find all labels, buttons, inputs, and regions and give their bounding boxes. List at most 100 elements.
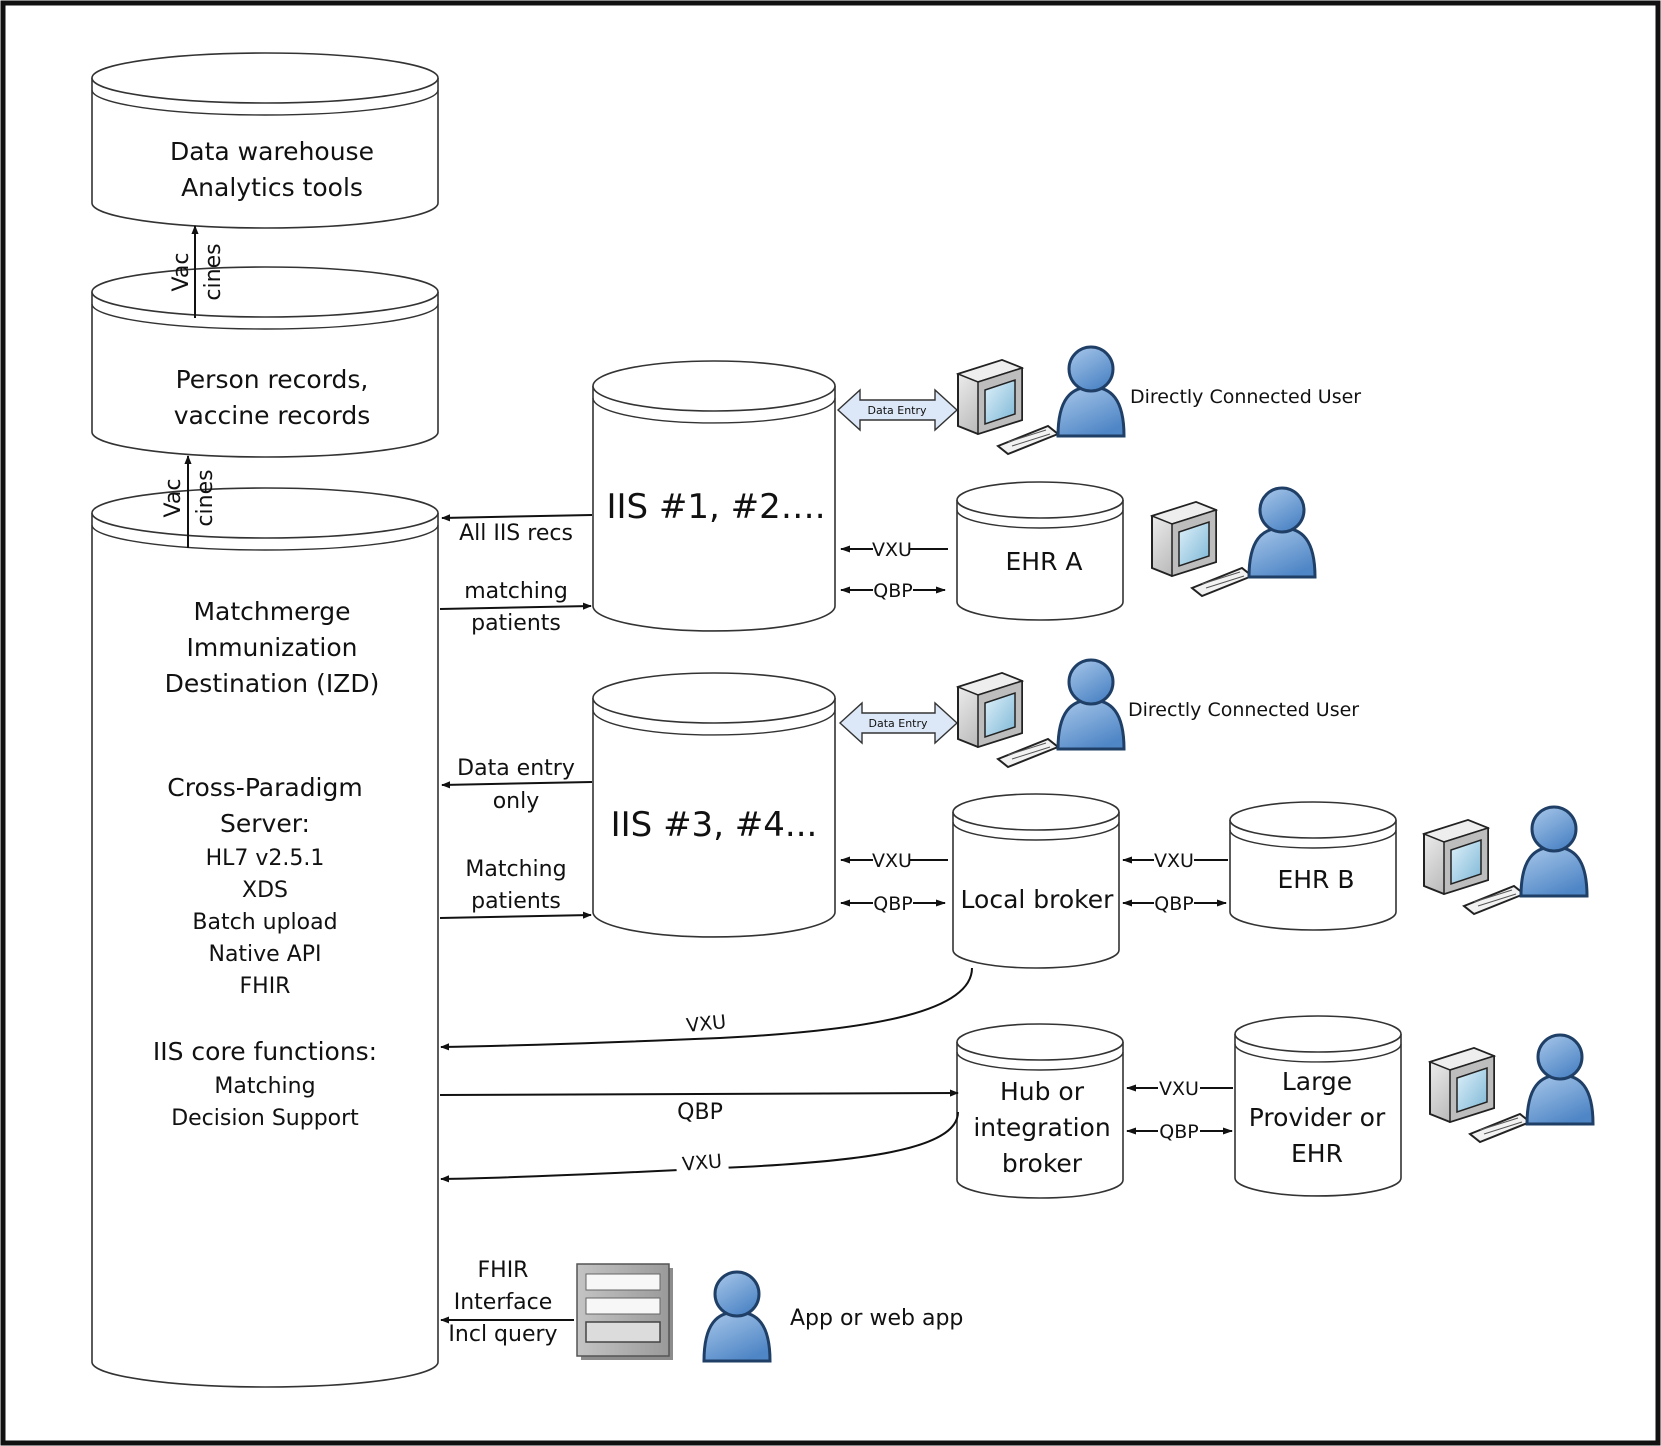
server-title-line2: Server: [220, 809, 310, 838]
protocol-item: Batch upload [192, 910, 337, 935]
matching-label-1: matching [464, 579, 568, 604]
large-provider-qbp-label: QBP [1159, 1121, 1198, 1143]
ehr-a-qbp-arrow: QBP [840, 580, 946, 602]
data-entry-arrow-1: Data Entry [836, 388, 959, 432]
local-broker-vxu-left-arrow: VXU [840, 850, 948, 872]
fhir-label-line3: Incl query [448, 1322, 557, 1347]
local-broker-label: Local broker [961, 885, 1115, 914]
local-broker-cylinder: Local broker [952, 793, 1120, 969]
ehr-b-vxu-arrow: VXU [1122, 850, 1228, 872]
vaccines-arrow-bottom: Vac cines [161, 455, 218, 548]
large-provider-label-line2: Provider or [1249, 1103, 1386, 1132]
server-title-line1: Cross-Paradigm [167, 773, 362, 802]
local-broker-vxu-left-label: VXU [872, 850, 912, 872]
core-function-item: Decision Support [171, 1106, 359, 1131]
computer-icon [957, 359, 1059, 455]
matching-label-2: Matching [465, 857, 566, 882]
data-entry-only-arrow: Data entry only [441, 756, 593, 814]
large-provider-cylinder: Large Provider or EHR [1234, 1015, 1402, 1197]
vaccines-bottom-part2: cines [193, 469, 218, 526]
hub-label-line2: integration [973, 1113, 1110, 1142]
local-broker-qbp-left-label: QBP [873, 893, 912, 915]
iis-1-2-cylinder: IIS #1, #2…. [592, 360, 836, 632]
matching-patients-arrow-2: Matching patients [439, 857, 592, 919]
izd-label-line2: Immunization [186, 633, 357, 662]
app-user-icon [702, 1270, 772, 1363]
ehr-a-cylinder: EHR A [956, 481, 1124, 621]
vaccines-arrow-top: Vac cines [169, 225, 226, 318]
core-function-item: Matching [214, 1074, 315, 1099]
user-icon [1247, 486, 1317, 579]
izd-label-line3: Destination (IZD) [165, 669, 380, 698]
patients-label-1: patients [471, 611, 561, 636]
core-functions-title: IIS core functions: [153, 1037, 377, 1066]
data-warehouse-cylinder: Data warehouse Analytics tools [91, 52, 439, 229]
large-provider-qbp-arrow: QBP [1126, 1121, 1233, 1143]
directly-connected-user-label-2: Directly Connected User [1128, 699, 1359, 721]
protocol-item: XDS [242, 878, 288, 903]
large-provider-vxu-label: VXU [1159, 1078, 1199, 1100]
app-label: App or web app [790, 1306, 963, 1331]
large-provider-label-line1: Large [1282, 1067, 1352, 1096]
data-entry-label-1: Data Entry [867, 404, 927, 417]
user-icon [1519, 805, 1589, 898]
hub-vxu-curve: VXU [440, 1111, 959, 1183]
hub-label-line3: broker [1002, 1149, 1083, 1178]
protocol-item: Native API [208, 942, 321, 967]
hub-integration-broker-cylinder: Hub or integration broker [956, 1023, 1124, 1199]
ehr-a-vxu-label: VXU [872, 539, 912, 561]
user-icon [1056, 658, 1126, 751]
user-icon [1056, 345, 1126, 438]
hub-qbp-label: QBP [677, 1100, 723, 1125]
ehr-b-cylinder: EHR B [1229, 801, 1397, 931]
user-icon [1525, 1033, 1595, 1126]
data-entry-only-label-2: only [493, 789, 540, 814]
person-records-label-line2: vaccine records [174, 401, 371, 430]
ehr-a-vxu-arrow: VXU [840, 539, 948, 561]
patients-label-2: patients [471, 889, 561, 914]
data-entry-only-label-1: Data entry [457, 756, 575, 781]
iis-3-4-label: IIS #3, #4... [611, 805, 818, 845]
local-broker-vxu-curve-label: VXU [685, 1011, 727, 1037]
ehr-b-label: EHR B [1277, 865, 1354, 894]
person-records-cylinder: Person records, vaccine records [91, 266, 439, 458]
person-records-label-line1: Person records, [176, 365, 369, 394]
ehr-b-qbp-arrow: QBP [1122, 893, 1227, 915]
all-iis-recs-label: All IIS recs [459, 521, 573, 546]
app-form-icon [576, 1263, 673, 1360]
warehouse-label-line1: Data warehouse [170, 137, 374, 166]
computer-icon [957, 672, 1059, 768]
ehr-b-qbp-label: QBP [1154, 893, 1193, 915]
computer-icon [1423, 819, 1525, 915]
ehr-a-label: EHR A [1005, 547, 1082, 576]
computer-icon [1429, 1047, 1531, 1143]
data-entry-arrow-2: Data Entry [838, 701, 959, 745]
large-provider-label-line3: EHR [1291, 1139, 1343, 1168]
hub-qbp-arrow: QBP [439, 1089, 959, 1125]
vaccines-top-part2: cines [201, 243, 226, 300]
fhir-label-line2: Interface [454, 1290, 553, 1315]
izd-cylinder: Matchmerge Immunization Destination (IZD… [91, 487, 439, 1388]
all-iis-recs-arrow: All IIS recs [441, 514, 593, 546]
data-entry-label-2: Data Entry [868, 717, 928, 730]
izd-label-line1: Matchmerge [193, 597, 350, 626]
computer-icon [1151, 501, 1253, 597]
iis-1-2-label: IIS #1, #2…. [606, 487, 825, 527]
large-provider-vxu-arrow: VXU [1126, 1078, 1233, 1100]
directly-connected-user-label-1: Directly Connected User [1130, 386, 1361, 408]
protocol-item: HL7 v2.5.1 [206, 846, 325, 871]
local-broker-qbp-left-arrow: QBP [840, 893, 946, 915]
ehr-a-qbp-label: QBP [873, 580, 912, 602]
fhir-label-line1: FHIR [478, 1258, 529, 1283]
protocol-item: FHIR [240, 974, 291, 999]
vaccines-top-part1: Vac [169, 253, 194, 292]
vaccines-bottom-part1: Vac [161, 479, 186, 518]
fhir-interface-arrow: FHIR Interface Incl query [440, 1258, 574, 1347]
hub-label-line1: Hub or [1000, 1077, 1085, 1106]
iis-3-4-cylinder: IIS #3, #4... [592, 672, 836, 938]
hub-vxu-curve-label: VXU [681, 1150, 723, 1175]
local-broker-vxu-curve: VXU [440, 967, 973, 1051]
ehr-b-vxu-label: VXU [1154, 850, 1194, 872]
